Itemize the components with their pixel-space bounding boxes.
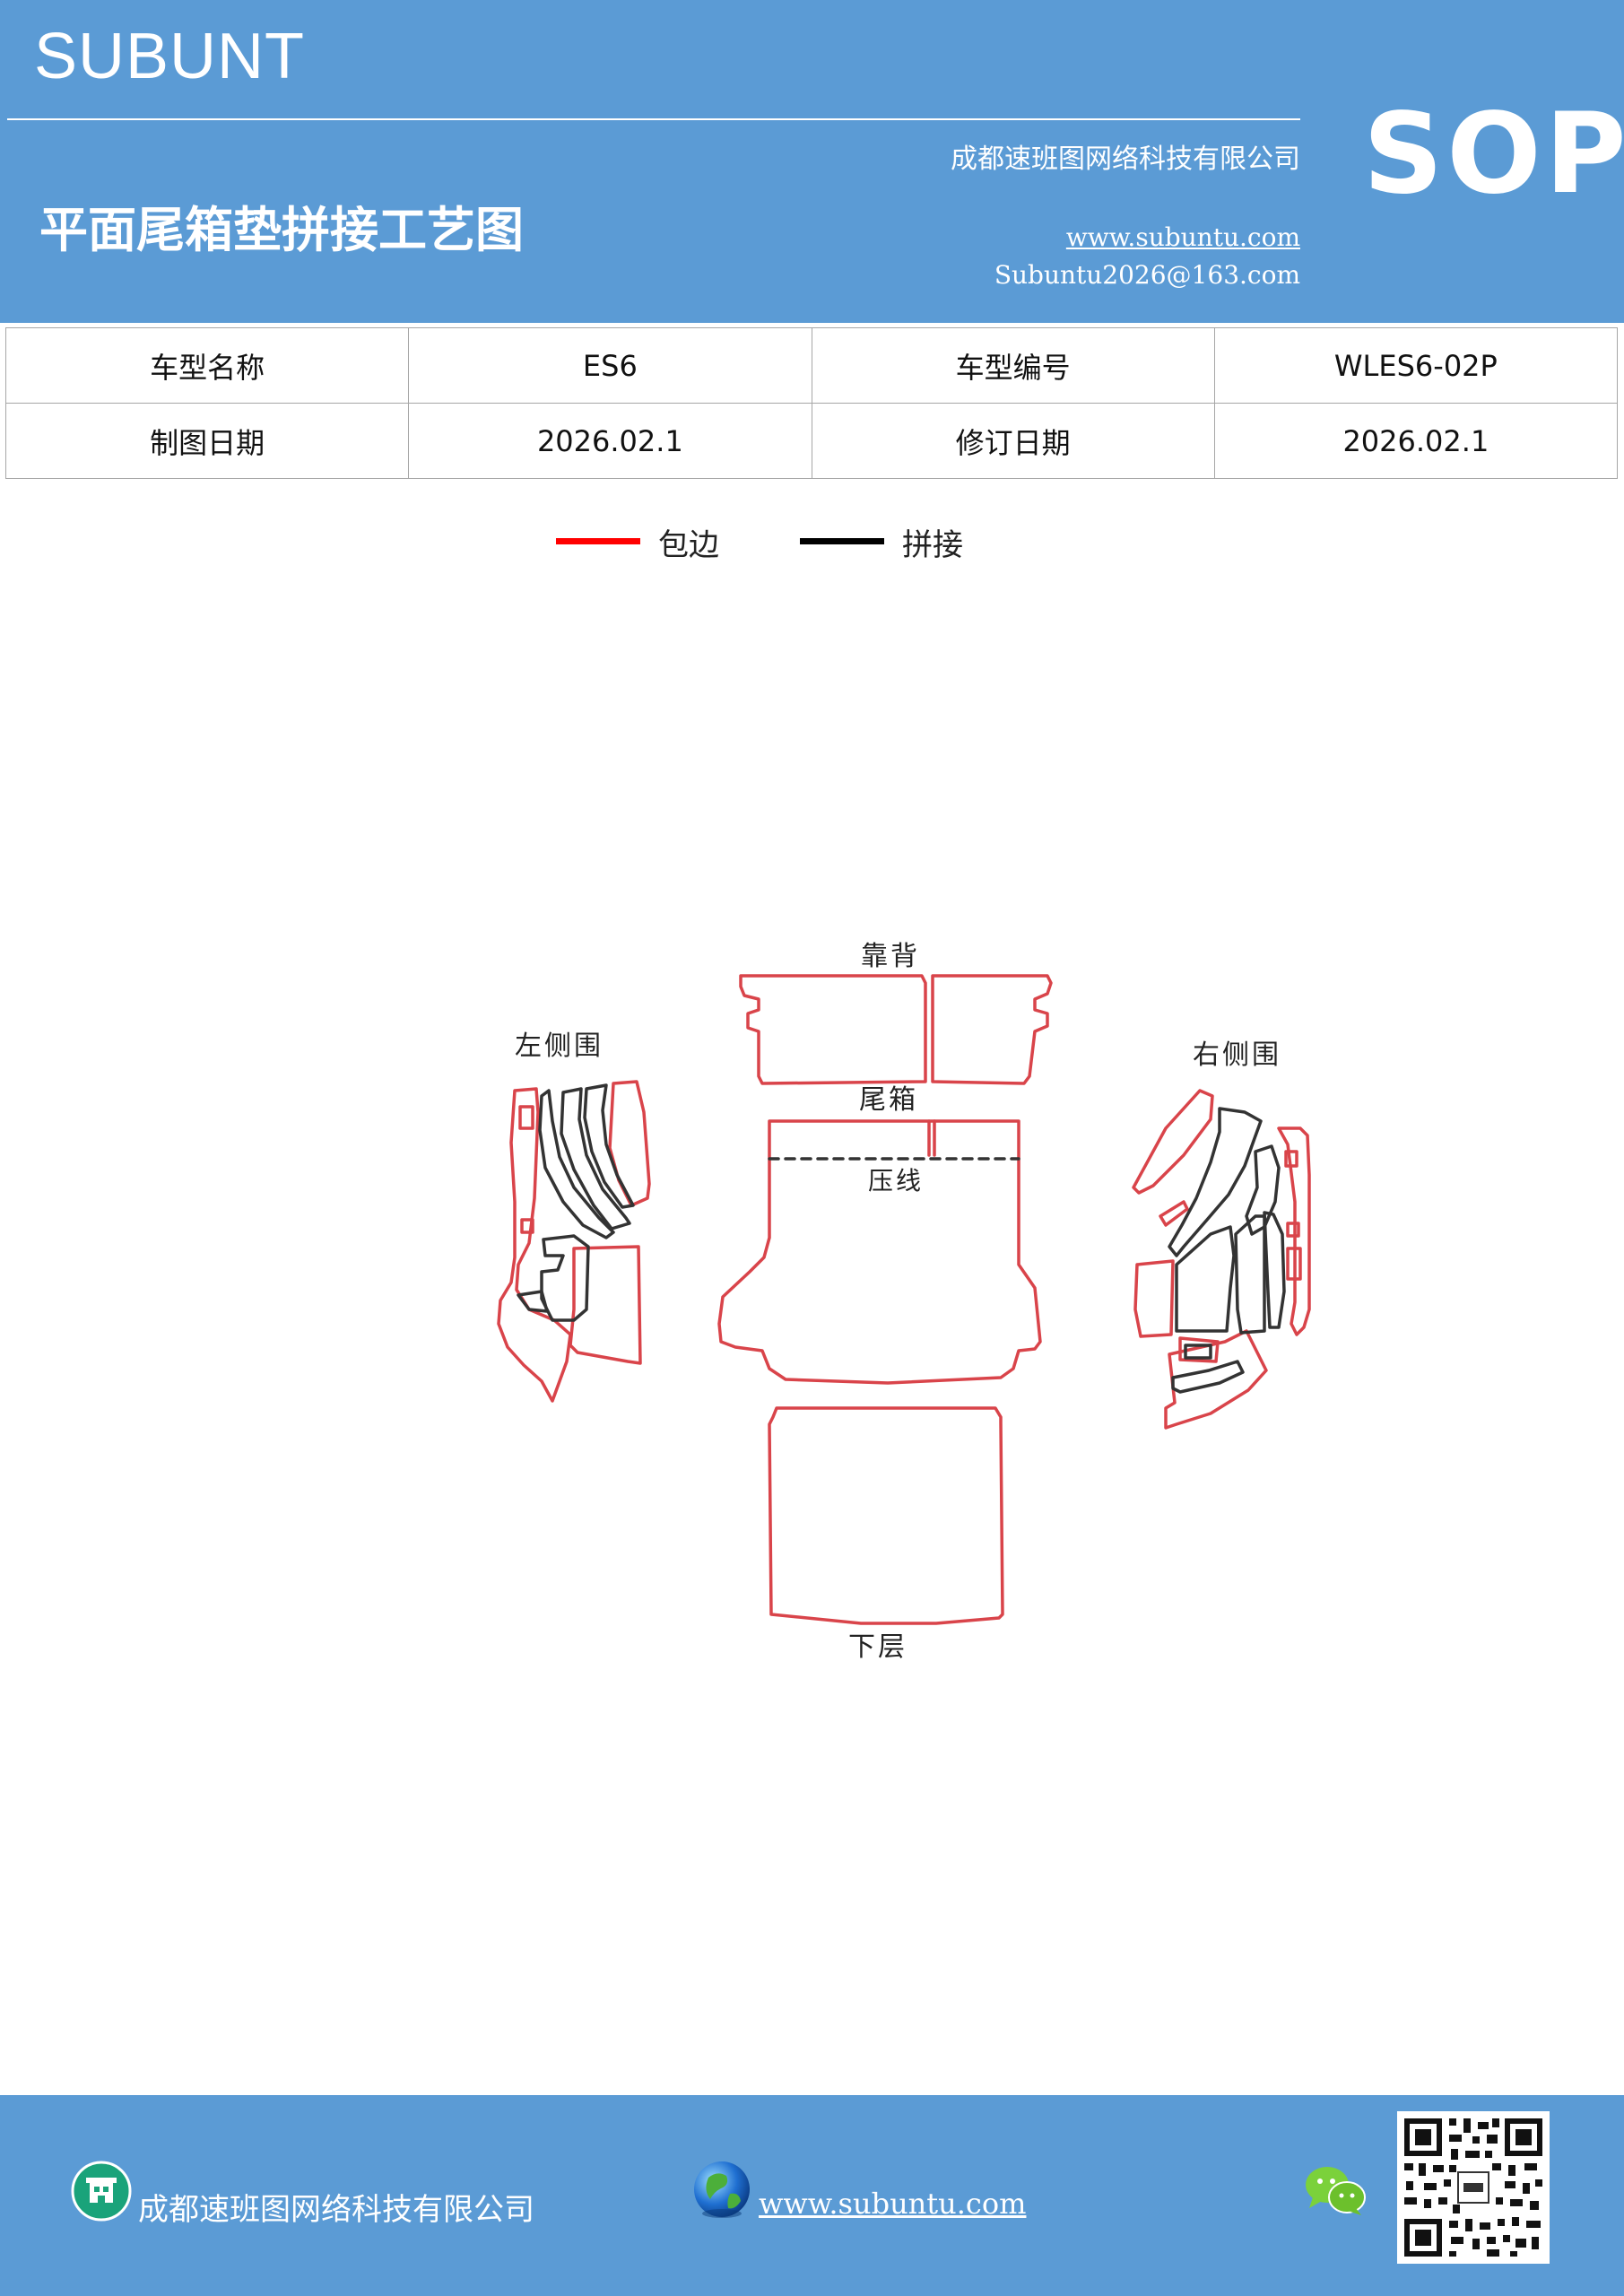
- left-side-seam-2: [560, 1087, 631, 1231]
- right-side-seam-1: [1168, 1107, 1263, 1257]
- website-link[interactable]: www.subuntu.com: [1065, 222, 1300, 252]
- lower-layer-panel: [768, 1406, 1004, 1625]
- brand-name: SUBUNT: [34, 21, 306, 92]
- label-crease: 压线: [868, 1166, 924, 1196]
- table-row: 制图日期 2026.02.1 修订日期 2026.02.1: [4, 403, 1619, 479]
- qr-code: [1397, 2111, 1550, 2264]
- left-side-hole-2: [520, 1218, 534, 1234]
- right-side-seam-6: [1184, 1344, 1212, 1360]
- right-side-edge-strip: [1159, 1200, 1189, 1227]
- left-side-edge-lower: [569, 1245, 642, 1365]
- legend-swatch-edging: [556, 538, 640, 544]
- table-cell-label: 修订日期: [811, 403, 1215, 479]
- legend: 包边 拼接: [556, 520, 986, 574]
- label-trunk: 尾箱: [859, 1084, 918, 1116]
- right-side-edge-small: [1178, 1336, 1220, 1363]
- header-banner: SUBUNT 平面尾箱垫拼接工艺图 成都速班图网络科技有限公司 www.subu…: [0, 0, 1624, 323]
- document-title: 平面尾箱垫拼接工艺图: [39, 201, 524, 258]
- label-backrest: 靠背: [861, 941, 920, 972]
- table-cell-value: 2026.02.1: [1213, 403, 1619, 479]
- table-cell-label: 车型编号: [811, 327, 1215, 404]
- table-cell-value: WLES6-02P: [1213, 327, 1619, 404]
- right-side-seam-4: [1234, 1214, 1266, 1335]
- legend-label-edging: 包边: [658, 527, 719, 563]
- right-side-seam-7: [1171, 1360, 1245, 1394]
- label-right-side: 右侧围: [1193, 1039, 1281, 1071]
- right-side-seam-3: [1175, 1225, 1236, 1333]
- legend-swatch-seam: [800, 538, 884, 544]
- backrest-right-panel: [931, 974, 1053, 1085]
- left-side-hole-1: [518, 1105, 534, 1130]
- right-side-hole-3: [1286, 1247, 1302, 1281]
- footer-company-name: 成都速班图网络科技有限公司: [138, 2192, 534, 2228]
- left-side-seam-3: [583, 1083, 635, 1209]
- email-address[interactable]: Subuntu2026@163.com: [994, 260, 1300, 290]
- footer-website-link[interactable]: www.subuntu.com: [759, 2187, 1027, 2221]
- right-side-edge-lower: [1164, 1329, 1268, 1430]
- trunk-seam: [927, 1119, 936, 1157]
- right-side-seam-5: [1263, 1211, 1286, 1329]
- right-side-edge-mid: [1133, 1259, 1175, 1338]
- left-side-edge-inner: [608, 1080, 651, 1207]
- company-name: 成都速班图网络科技有限公司: [951, 144, 1300, 175]
- table-cell-label: 制图日期: [4, 403, 410, 479]
- table-row: 车型名称 ES6 车型编号 WLES6-02P: [4, 327, 1619, 404]
- trunk-mat-diagram: 靠背 尾箱 压线 左侧围 右侧围 下层: [497, 941, 1311, 1663]
- vehicle-info-table: 车型名称 ES6 车型编号 WLES6-02P 制图日期 2026.02.1 修…: [4, 327, 1619, 479]
- header-divider: [7, 118, 1300, 120]
- sop-badge: SOP: [1363, 90, 1624, 219]
- trunk-main-panel: [717, 1119, 1042, 1385]
- left-side-edge-outer: [497, 1087, 572, 1403]
- right-side-edge-outer: [1277, 1126, 1311, 1336]
- legend-label-seam: 拼接: [902, 527, 963, 563]
- right-side-hole-2: [1286, 1222, 1300, 1238]
- right-side-hole-1: [1284, 1150, 1298, 1168]
- building-icon: [71, 2161, 132, 2222]
- left-side-seam-1: [538, 1089, 615, 1239]
- right-side-edge-top: [1132, 1089, 1214, 1195]
- table-cell-label: 车型名称: [4, 327, 410, 404]
- table-cell-value: ES6: [408, 327, 812, 404]
- label-lower: 下层: [848, 1631, 908, 1663]
- table-cell-value: 2026.02.1: [408, 403, 812, 479]
- globe-icon: [694, 2161, 750, 2218]
- wechat-icon: [1306, 2167, 1366, 2215]
- footer-banner: 成都速班图网络科技有限公司 www.subuntu.com: [0, 2095, 1624, 2296]
- label-left-side: 左侧围: [515, 1031, 604, 1062]
- left-side-seam-5: [517, 1290, 549, 1313]
- backrest-left-panel: [739, 974, 927, 1085]
